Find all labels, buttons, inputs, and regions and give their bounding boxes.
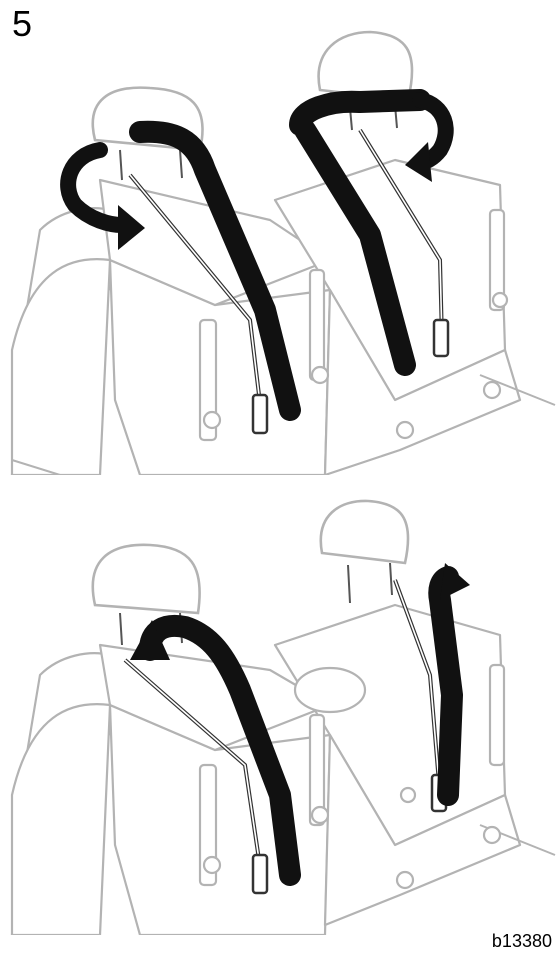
bolt-5 xyxy=(491,291,509,309)
right-headrest-b xyxy=(319,499,410,565)
hinge-right-b xyxy=(488,663,506,767)
left-arrow-head-b xyxy=(130,620,170,660)
hinge-mid xyxy=(308,268,326,382)
illustration-bottom xyxy=(0,495,558,937)
figure-code: b13380 xyxy=(491,931,552,951)
hinge-left xyxy=(198,318,218,442)
seat-belt-fold-diagram xyxy=(10,30,556,477)
right-buckle xyxy=(432,318,450,358)
right-headrest-posts-b xyxy=(347,562,393,604)
bolt-2-b xyxy=(310,805,330,825)
middle-seat-top-b xyxy=(98,643,332,752)
right-arrow-head-b xyxy=(440,563,470,600)
left-buckle xyxy=(251,393,269,435)
left-belt-band xyxy=(129,120,301,421)
left-headrest-b xyxy=(91,543,201,615)
bolt-1 xyxy=(202,410,222,430)
bolt-5-b xyxy=(399,786,417,804)
bolt-3-b xyxy=(395,870,415,890)
bolt-3 xyxy=(395,420,415,440)
left-arrow-head xyxy=(118,205,145,250)
floor-line xyxy=(479,374,556,406)
seat-belt-unfold-diagram xyxy=(10,499,556,937)
right-belt-band xyxy=(289,89,431,376)
left-rotate-arrow xyxy=(60,142,130,233)
left-seat-cushion xyxy=(10,258,112,477)
right-arrow-head xyxy=(405,142,432,182)
hinge-right xyxy=(488,208,506,312)
bolt-4-b xyxy=(482,825,502,845)
bolt-1-b xyxy=(202,855,222,875)
left-seat-cushion-b xyxy=(10,703,112,937)
left-headrest-posts xyxy=(119,149,183,181)
seat-roll xyxy=(293,666,367,714)
right-seat-body-b xyxy=(323,733,522,927)
hinge-mid-b xyxy=(308,713,326,827)
hinge-left-b xyxy=(198,763,218,887)
illustration-top xyxy=(0,20,558,477)
right-headrest xyxy=(317,30,414,102)
right-belt-band-b xyxy=(428,566,463,806)
step-number: 5 xyxy=(12,3,33,44)
left-buckle-b xyxy=(251,853,269,895)
floor-line-2 xyxy=(11,459,61,476)
bolt-2 xyxy=(310,365,330,385)
bolt-4 xyxy=(482,380,502,400)
